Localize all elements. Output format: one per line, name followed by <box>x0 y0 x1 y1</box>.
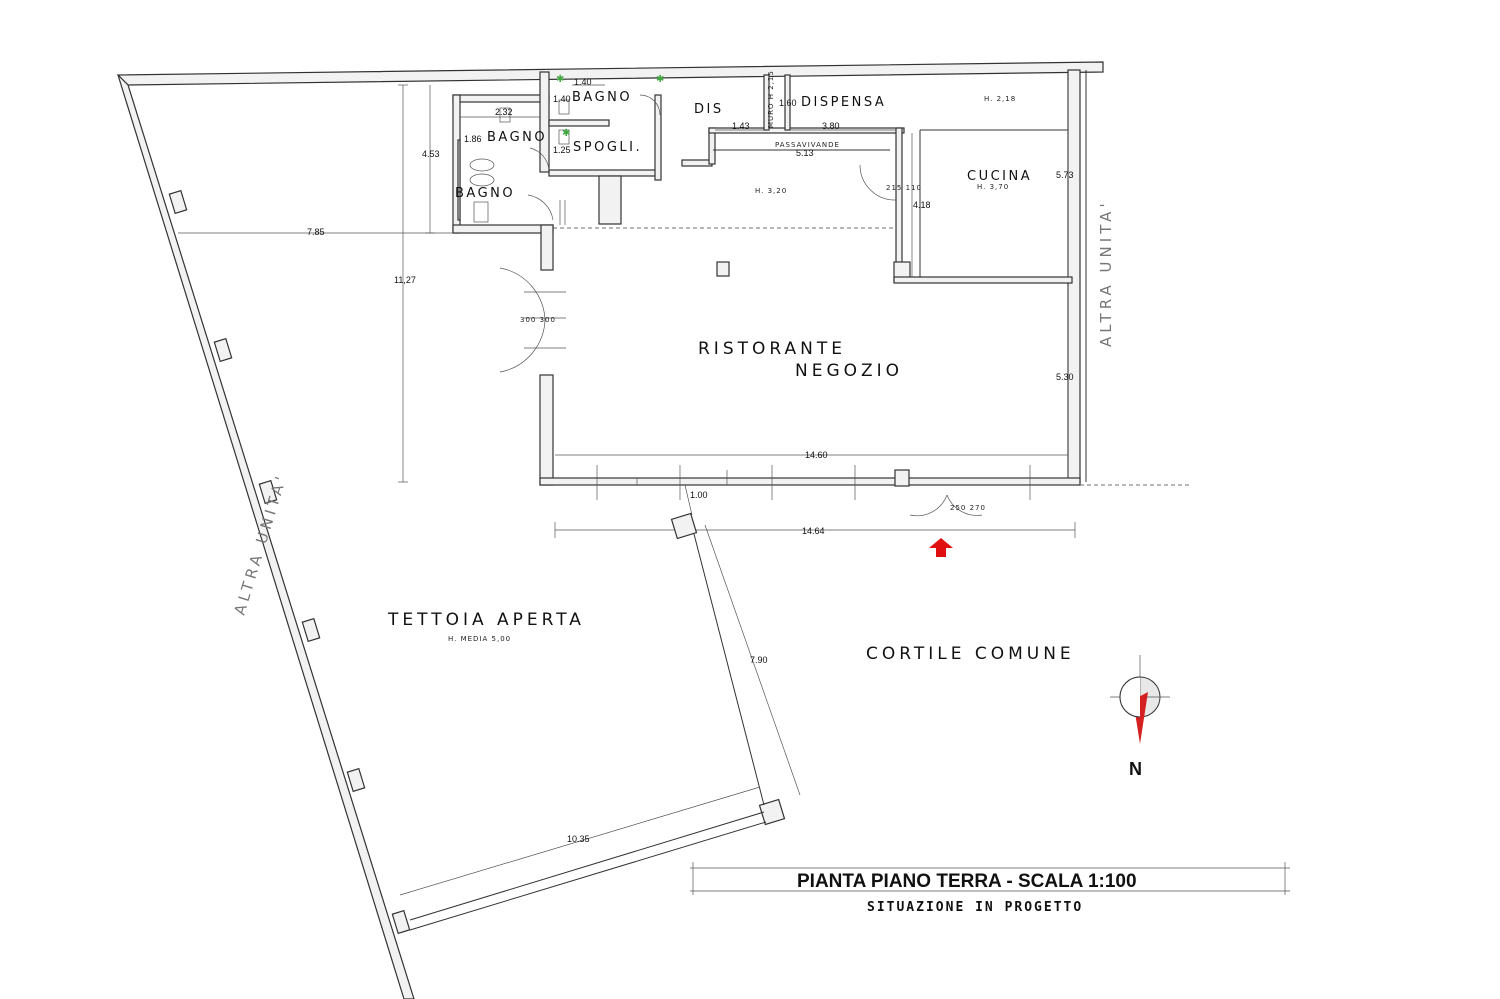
door-tag-a: 300 300 <box>520 316 556 324</box>
tettoia-structure <box>399 512 801 931</box>
subtitle-text: SITUAZIONE IN PROGETTO <box>867 900 1083 915</box>
interior-lines <box>469 94 1190 517</box>
svg-text:✱: ✱ <box>656 74 664 85</box>
dim-513: 5.13 <box>796 148 814 158</box>
outer-walls <box>116 61 1104 999</box>
label-dispensa: DISPENSA <box>801 95 886 110</box>
service-walls <box>452 71 1081 487</box>
label-bagno-top: BAGNO <box>572 90 632 105</box>
label-bagno-low: BAGNO <box>455 186 515 201</box>
label-cucina-height: H. 3,70 <box>977 183 1009 191</box>
label-bagno-mid: BAGNO <box>487 130 547 145</box>
compass-label: N <box>1129 759 1142 779</box>
marker-stars: ✱ ✱ ✱ <box>556 74 664 139</box>
title-block: PIANTA PIANO TERRA - SCALA 1:100 SITUAZI… <box>690 862 1290 915</box>
dim-232: 2.32 <box>495 107 513 117</box>
svg-text:✱: ✱ <box>556 74 564 85</box>
dim-140b: 1.40 <box>553 94 571 104</box>
dim-160: 1.60 <box>779 98 797 108</box>
dim-1035: 10.35 <box>567 834 590 844</box>
dim-1460: 14.60 <box>805 450 828 460</box>
label-muro: MURO H 2,15 <box>767 70 775 128</box>
dim-143: 1.43 <box>732 121 750 131</box>
north-compass <box>1110 655 1170 744</box>
label-altra-unita-right: ALTRA UNITA' <box>1097 199 1115 347</box>
dim-453: 4.53 <box>422 149 440 159</box>
dim-140: 1.40 <box>574 77 592 87</box>
door-tag-b: 215 110 <box>886 184 922 192</box>
label-tettoia: TETTOIA APERTA <box>387 610 585 630</box>
dim-1464: 14.64 <box>802 526 825 536</box>
label-spogli: SPOGLI. <box>573 140 642 155</box>
label-negozio: NEGOZIO <box>795 361 903 381</box>
dimension-lines <box>178 80 1076 538</box>
door-tag-c: 250 270 <box>950 504 986 512</box>
dim-186: 1.86 <box>464 134 482 144</box>
label-dis: DIS <box>694 102 724 117</box>
label-storage-height: H. 2,18 <box>984 95 1016 103</box>
dim-418: 4.18 <box>913 200 931 210</box>
dim-573: 5.73 <box>1056 170 1074 180</box>
label-tettoia-height: H. MEDIA 5,00 <box>448 635 511 643</box>
svg-text:✱: ✱ <box>562 128 570 139</box>
dim-790: 7.90 <box>750 655 768 665</box>
dim-530: 5.30 <box>1056 372 1074 382</box>
dim-125: 1.25 <box>553 145 571 155</box>
dim-380: 3.80 <box>822 121 840 131</box>
label-cucina: CUCINA <box>967 169 1032 184</box>
label-main-height: H. 3,20 <box>755 187 787 195</box>
label-cortile: CORTILE COMUNE <box>866 644 1075 664</box>
title-text: PIANTA PIANO TERRA - SCALA 1:100 <box>797 871 1137 892</box>
label-ristorante: RISTORANTE <box>698 339 846 359</box>
dim-1127: 11,27 <box>394 275 416 285</box>
label-passavivande: PASSAVIVANDE <box>775 141 840 149</box>
entrance-arrow <box>929 538 953 557</box>
dim-785: 7.85 <box>307 227 325 237</box>
dim-100: 1.00 <box>690 490 708 500</box>
